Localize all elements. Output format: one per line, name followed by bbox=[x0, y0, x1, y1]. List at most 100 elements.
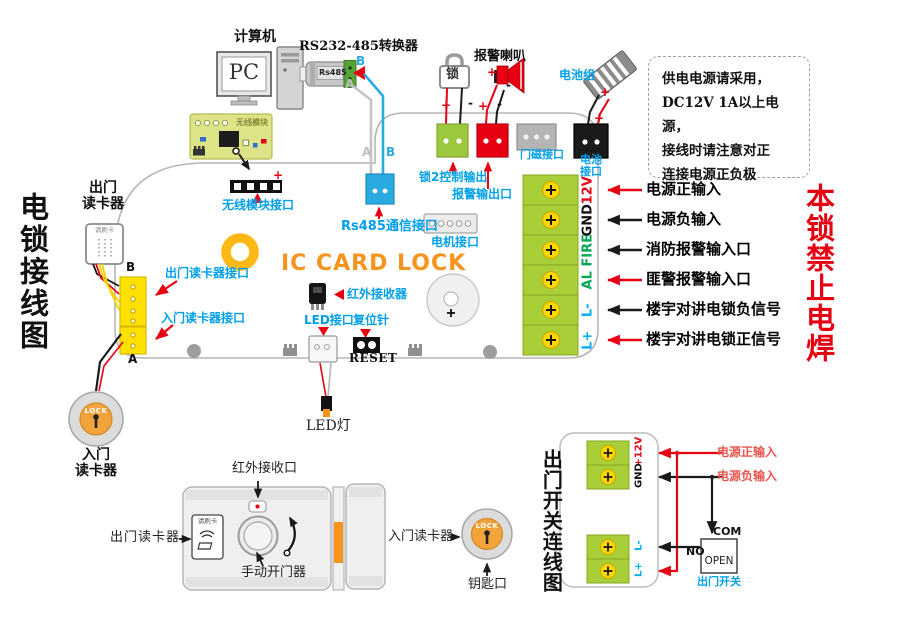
wire-b bbox=[363, 73, 385, 175]
note-line: 连接电源正负极 bbox=[662, 167, 757, 183]
door-magnet-connector bbox=[516, 123, 557, 151]
alarm-out-label: 报警输出口 bbox=[452, 187, 513, 201]
reader-wire bbox=[92, 263, 120, 287]
battery-label: 电池组 bbox=[559, 68, 596, 82]
exit-reader-label-line: 出门 bbox=[89, 180, 117, 196]
wire-lplus bbox=[657, 454, 679, 577]
entry-reader-port-label: 入门读卡器接口 bbox=[161, 311, 246, 325]
note-line: 供电电源请采用， bbox=[662, 71, 770, 87]
entry-reader-wire bbox=[98, 341, 124, 392]
lock-char: 锁 bbox=[446, 67, 460, 82]
wireless-module-icon bbox=[189, 113, 273, 160]
exit-reader-port-connector bbox=[119, 276, 147, 327]
keyhole-label: 钥匙口 bbox=[468, 577, 508, 592]
lock-text: LOCK bbox=[475, 522, 499, 530]
pc-computer-icon bbox=[216, 46, 304, 110]
exit-reader-port-label: 出门读卡器接口 bbox=[165, 266, 250, 280]
minus-mark: - bbox=[468, 96, 473, 110]
power-neg-label: 电源负输入 bbox=[717, 469, 778, 483]
terminal-desc: 匪警报警输入口 bbox=[646, 270, 752, 288]
wire-a bbox=[352, 84, 373, 175]
junction-dot bbox=[709, 474, 715, 480]
speaker-wire-neg bbox=[495, 89, 505, 125]
page-title-left: 电锁接线图 bbox=[15, 192, 50, 352]
terminal-block bbox=[522, 174, 579, 356]
lock-text: LOCK bbox=[84, 407, 108, 415]
rs485-port-label: Rs485通信接口 bbox=[341, 219, 438, 234]
manual-opener-arrow bbox=[256, 551, 265, 567]
wire-b-label: B bbox=[386, 145, 396, 159]
exit-switch-board bbox=[559, 432, 659, 588]
exit-switch-terminals bbox=[586, 440, 630, 584]
motor-port-connector bbox=[423, 213, 478, 234]
minus-mark: - bbox=[506, 78, 511, 92]
door-magnet-label: 门磁接口 bbox=[520, 148, 564, 161]
battery-pack-icon bbox=[583, 50, 637, 100]
reader-wire bbox=[98, 263, 120, 303]
exit-port-arrow bbox=[155, 280, 178, 296]
wireless-module-arrow bbox=[238, 153, 250, 171]
open-label: OPEN bbox=[704, 555, 734, 567]
connector-a-label: A bbox=[128, 352, 138, 366]
terminal-desc: 楼宇对讲电锁正信号 bbox=[646, 330, 782, 348]
junction-dot bbox=[674, 450, 680, 456]
swipe-text: 请刷卡 bbox=[94, 226, 115, 234]
entry-reader-wire bbox=[94, 333, 122, 392]
entry-reader-port-connector bbox=[119, 326, 147, 355]
terminal-desc: 电源负输入 bbox=[646, 210, 722, 228]
note-line: DC12V 1A以上电源， bbox=[662, 95, 779, 135]
exit-switch-title: 出门开关连线图 bbox=[539, 449, 564, 593]
computer-label: 计算机 bbox=[234, 29, 276, 45]
led-lamp-icon bbox=[321, 396, 332, 417]
battery-wire-pos bbox=[597, 98, 610, 125]
plus-mark: + bbox=[487, 65, 498, 79]
note-line: 接线时请注意对正 bbox=[662, 143, 770, 159]
swipe-text: 请刷卡 bbox=[197, 517, 218, 525]
wire-a-label: A bbox=[362, 145, 372, 159]
entry-reader-label-line: 读卡器 bbox=[75, 462, 117, 479]
pin-lplus: L+ bbox=[633, 562, 645, 577]
led-wire bbox=[319, 362, 327, 398]
alarm-speaker-icon bbox=[494, 57, 525, 94]
led-port-connector bbox=[308, 335, 338, 363]
led-port-arrow bbox=[318, 327, 329, 336]
exit-reader-device bbox=[85, 223, 124, 265]
plus-mark: + bbox=[478, 99, 489, 113]
wire-a-label: A bbox=[345, 77, 355, 91]
battery-port-connector bbox=[573, 123, 609, 159]
lock-wire-pos bbox=[445, 87, 448, 125]
plus-mark: + bbox=[594, 111, 605, 125]
pin-comb bbox=[283, 344, 297, 356]
entry-reader-label: 入门 读卡器 bbox=[68, 447, 124, 479]
speaker-wire-pos bbox=[485, 84, 498, 125]
reset-pin-arrow bbox=[360, 329, 371, 338]
alarm-output-connector bbox=[476, 123, 509, 158]
exit-switch-box bbox=[700, 538, 738, 574]
led-lamp-label: LED灯 bbox=[306, 418, 351, 434]
minus-mark: - bbox=[497, 97, 502, 111]
rotate-arrow-origin bbox=[283, 549, 291, 557]
plus-mark: + bbox=[441, 98, 452, 112]
callout-dot bbox=[232, 147, 240, 155]
buzzer-icon bbox=[426, 273, 480, 327]
power-pos-label: 电源正输入 bbox=[717, 445, 778, 459]
battery-wire-neg bbox=[587, 94, 600, 125]
reset-pin-label: 复位针 bbox=[353, 313, 390, 327]
terminal-desc: 消防报警输入口 bbox=[646, 240, 752, 258]
exit-reader-label: 出门 读卡器 bbox=[72, 180, 134, 212]
yellow-ring bbox=[221, 233, 259, 271]
plus-mark: + bbox=[273, 168, 284, 182]
reader-wire bbox=[101, 263, 120, 311]
entry-reader-bottom-label: 入门读卡器 bbox=[388, 529, 454, 544]
terminal-desc: 电源正输入 bbox=[646, 180, 722, 198]
wireless-port-label: 无线模块接口 bbox=[222, 198, 295, 212]
terminal-desc: 楼宇对讲电锁负信号 bbox=[646, 300, 782, 318]
converter-chip-label: Rs485 bbox=[319, 68, 347, 77]
no-label: NO bbox=[686, 545, 705, 558]
manual-opener-label: 手动开门器 bbox=[241, 565, 307, 580]
pin-comb bbox=[408, 344, 422, 356]
entry-port-arrow bbox=[155, 324, 174, 340]
led-port-label: LED接口 bbox=[304, 313, 354, 327]
